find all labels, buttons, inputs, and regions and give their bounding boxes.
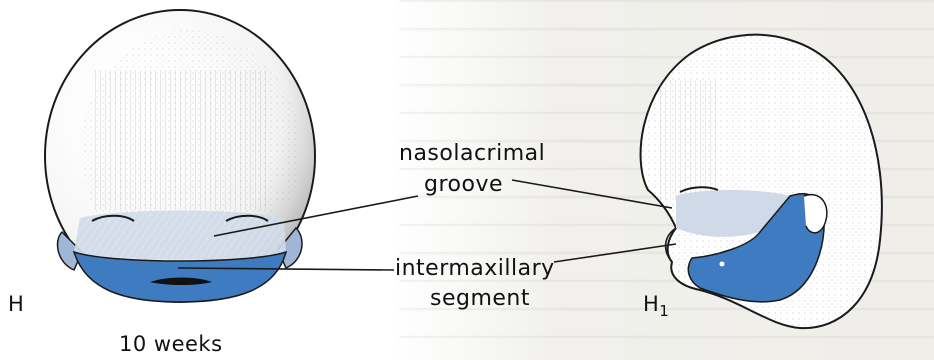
segment-label: segment: [430, 288, 530, 310]
frontal-face-texture: [74, 211, 286, 260]
lateral-highlight: [720, 262, 725, 267]
frontal-view: [45, 10, 315, 302]
leader-intermaxillary-lateral: [554, 244, 676, 262]
view-label-frontal: H: [8, 294, 24, 315]
frontal-brain-hatching: [92, 70, 267, 210]
view-label-lateral: H1: [643, 294, 669, 319]
lateral-ear: [804, 195, 827, 233]
lateral-view: [641, 35, 882, 328]
groove-label: groove: [424, 174, 503, 196]
view-label-lateral-subscript: 1: [659, 302, 669, 320]
intermaxillary-label: intermaxillary: [395, 258, 555, 280]
lateral-brain-hatching: [660, 80, 720, 200]
nasolacrimal-label: nasolacrimal: [399, 143, 545, 165]
age-label: 10 weeks: [119, 334, 223, 355]
